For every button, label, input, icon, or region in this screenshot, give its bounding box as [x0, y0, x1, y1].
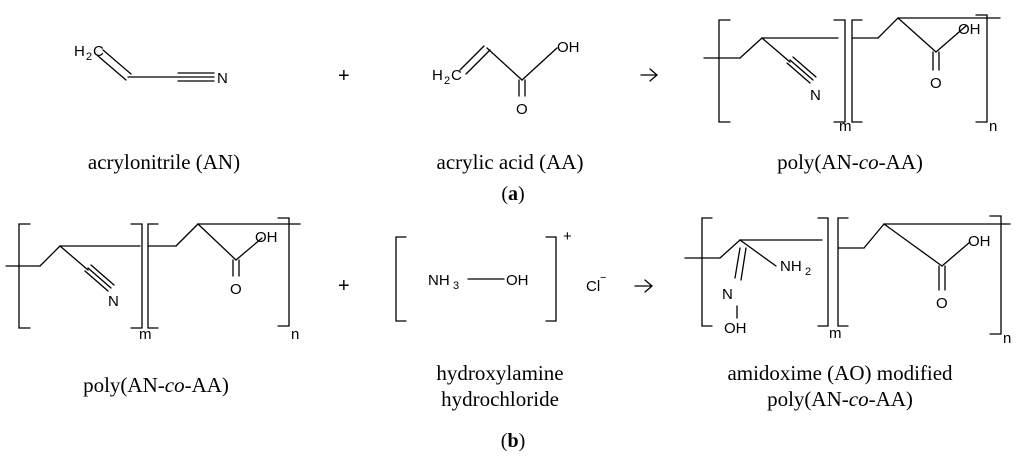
copolymer-a-atom-labels: N OH O m n [810, 21, 997, 135]
reaction-arrow-a [640, 68, 658, 82]
acrylonitrile-atom-labels: H 2 C N [74, 43, 228, 87]
panel-letter-b: b [507, 430, 519, 452]
amidoxime-atom-labels: NH 2 N OH OH O m n [722, 233, 1011, 347]
amidoxime-name-line2: poly(AN-co-AA) [700, 386, 980, 412]
copolymer-b-caption: poly(AN-co-AA) [46, 372, 266, 398]
acrylic-acid-name: acrylic acid (AA) [436, 150, 584, 174]
amidoxime-caption: amidoxime (AO) modified poly(AN-co-AA) [700, 360, 980, 412]
oh-label: OH [255, 229, 278, 246]
o-label: O [516, 101, 528, 118]
acrylic-acid-structure [459, 45, 558, 97]
acrylic-acid-atom-labels: H 2 C OH O [432, 39, 580, 118]
name-co: co [848, 387, 869, 411]
amidoxime-name-line1: amidoxime (AO) modified [727, 361, 953, 385]
nh2-subscript: 2 [805, 266, 811, 278]
name-suffix: -AA) [868, 387, 913, 411]
acrylonitrile-structure [97, 49, 215, 82]
oh-label: OH [968, 233, 991, 250]
copolymer-b-atom-labels: N OH O m n [108, 229, 299, 343]
hydroxylamine-labels: NH 3 OH + Cl − [428, 228, 606, 295]
chloride-label: Cl [586, 278, 600, 295]
h2-subscript: 2 [444, 75, 450, 87]
nh3-subscript: 3 [453, 280, 459, 292]
hydroxylamine-caption: hydroxylamine hydrochloride [390, 360, 610, 412]
plus-sign-b: + [338, 275, 350, 297]
name-prefix: poly(AN- [767, 387, 849, 411]
h2-subscript: 2 [86, 51, 92, 63]
plus-sign-a: + [338, 65, 350, 87]
copolymer-structure-a [703, 14, 1001, 123]
panel-label-a: (a) [501, 183, 525, 205]
o-label: O [230, 281, 242, 298]
n-label: N [108, 293, 119, 310]
hydroxylamine-structure [395, 236, 557, 322]
acrylonitrile-name: acrylonitrile (AN) [87, 150, 241, 174]
acrylic-acid-caption: acrylic acid (AA) [400, 149, 620, 175]
c-label: C [451, 67, 462, 84]
n-index: n [291, 326, 299, 343]
negative-charge: − [600, 272, 606, 284]
oh-label: OH [958, 21, 981, 38]
n-label: N [217, 70, 228, 87]
amidoxime-copolymer-structure [684, 215, 1011, 335]
panel-letter-a: a [508, 183, 518, 205]
o-label: O [936, 295, 948, 312]
n-index: n [989, 118, 997, 135]
panel-label-b: (b) [500, 430, 526, 452]
acrylonitrile-caption: acrylonitrile (AN) [54, 149, 274, 175]
c-label: C [93, 43, 104, 60]
h2-label: H [432, 67, 443, 84]
h2-label: H [74, 43, 85, 60]
copolymer-a-caption: poly(AN-co-AA) [740, 149, 960, 175]
m-index: m [829, 325, 842, 342]
reaction-arrow-b [634, 279, 653, 293]
oh-label: OH [506, 272, 529, 289]
n-label: N [810, 87, 821, 104]
hydroxylamine-name-line2: hydrochloride [441, 387, 559, 411]
nh2-label: NH [780, 258, 802, 275]
o-label: O [930, 75, 942, 92]
name-suffix: -AA) [878, 150, 923, 174]
positive-charge: + [563, 228, 572, 245]
name-co: co [164, 373, 185, 397]
hydroxylamine-name-line1: hydroxylamine [436, 361, 564, 385]
m-index: m [139, 326, 152, 343]
copolymer-structure-b [5, 217, 301, 329]
n-label: N [722, 286, 733, 303]
name-prefix: poly(AN- [777, 150, 859, 174]
m-index: m [839, 118, 852, 135]
name-co: co [858, 150, 879, 174]
oxime-oh-label: OH [724, 320, 747, 337]
n-index: n [1003, 330, 1011, 347]
oh-label: OH [557, 39, 580, 56]
nh3-label: NH [428, 272, 450, 289]
name-prefix: poly(AN- [83, 373, 165, 397]
name-suffix: -AA) [184, 373, 229, 397]
